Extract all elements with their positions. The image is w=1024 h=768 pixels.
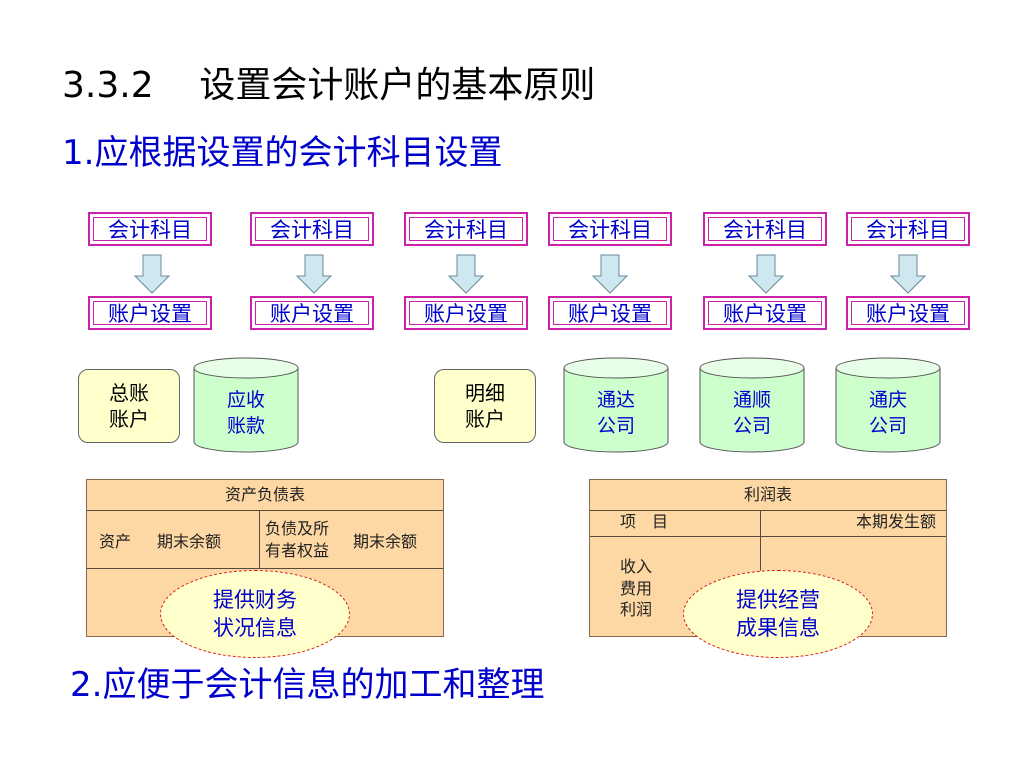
detail-ledger-box: 明细账户 [434,369,536,443]
account-setup-label: 账户设置 [409,301,523,326]
table-divider [87,568,443,569]
account-setup-box: 账户设置 [846,296,970,330]
subject-box-label: 会计科目 [255,217,369,242]
tongshun-label: 通顺公司 [732,389,771,437]
balance-sheet-title: 资产负债表 [224,485,305,504]
row-profit: 利润 [620,600,653,620]
detail-ledger-line1: 明细 [465,381,505,405]
liability-balance-header: 期末余额 [353,532,418,551]
subject-box-label: 会计科目 [93,217,207,242]
down-arrow-icon [592,254,628,294]
down-arrow-icon [748,254,784,294]
tongqing-cylinder-icon [835,357,941,453]
account-setup-box: 账户设置 [88,296,212,330]
amount-header: 本期发生额 [855,512,936,531]
subject-box-label: 会计科目 [553,217,667,242]
tongshun-cylinder-icon [699,357,805,453]
income-statement-title: 利润表 [743,485,792,504]
receivable-cylinder-icon [193,357,299,453]
asset-balance-header: 期末余额 [157,532,222,551]
subject-box: 会计科目 [88,212,212,246]
down-arrow-icon [448,254,484,294]
subject-box: 会计科目 [703,212,827,246]
subject-box: 会计科目 [250,212,374,246]
account-setup-label: 账户设置 [553,301,667,326]
table-divider [590,510,946,511]
section-2-heading: 2.应便于会计信息的加工和整理 [70,665,545,705]
tongqing-label: 通庆公司 [868,389,907,437]
table-divider [87,510,443,511]
general-ledger-line1: 总账 [109,381,149,405]
liability-header: 负债及所有者权益 [265,519,330,560]
row-expense: 费用 [620,578,653,598]
subject-box: 会计科目 [846,212,970,246]
financial-position-note: 提供财务状况信息 [160,570,350,658]
section-1-heading: 1.应根据设置的会计科目设置 [62,133,503,173]
operating-results-note: 提供经营成果信息 [683,570,873,658]
general-ledger-line2: 账户 [109,407,149,431]
subject-box: 会计科目 [404,212,528,246]
tongda-label: 通达公司 [596,389,635,437]
account-setup-box: 账户设置 [250,296,374,330]
subject-box-label: 会计科目 [409,217,523,242]
account-setup-label: 账户设置 [851,301,965,326]
detail-ledger-line2: 账户 [465,407,505,431]
tongda-cylinder-icon [563,357,669,453]
down-arrow-icon [296,254,332,294]
item-header: 项 目 [620,512,669,531]
asset-header: 资产 [99,532,132,551]
down-arrow-icon [134,254,170,294]
account-setup-label: 账户设置 [255,301,369,326]
account-setup-box: 账户设置 [703,296,827,330]
account-setup-label: 账户设置 [93,301,207,326]
subject-box-label: 会计科目 [708,217,822,242]
account-setup-box: 账户设置 [548,296,672,330]
page-title: 3.3.2 设置会计账户的基本原则 [62,65,596,106]
account-setup-label: 账户设置 [708,301,822,326]
receivable-label: 应收账款 [226,389,265,437]
account-setup-box: 账户设置 [404,296,528,330]
subject-box: 会计科目 [548,212,672,246]
table-divider [259,510,260,568]
subject-box-label: 会计科目 [851,217,965,242]
row-income: 收入 [620,557,653,576]
general-ledger-box: 总账账户 [78,369,180,443]
table-divider [590,536,946,537]
income-rows: 收入 费用 利润 [620,556,652,621]
down-arrow-icon [890,254,926,294]
